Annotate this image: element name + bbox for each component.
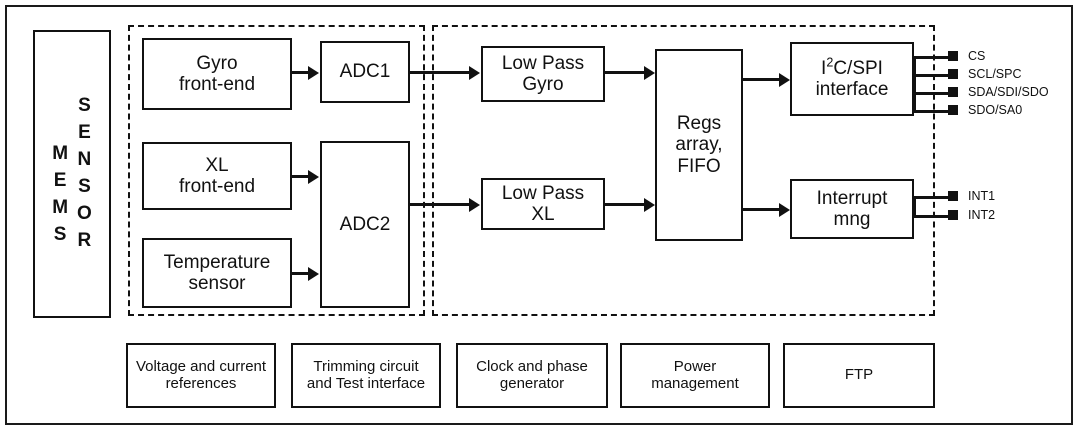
pad-pin-int1 [948,191,958,201]
wire-regs-to-interrupt-mng [743,208,780,211]
pad-pin-cs [948,51,958,61]
mems-letter-3: S [53,223,67,245]
voltage-current-references-block: Voltage and current references [126,343,276,408]
xl-front-end-label: XL front-end [178,154,256,197]
trimming-test-interface-label: Trimming circuit and Test interface [306,357,426,392]
pad-pin-scl-spc [948,69,958,79]
pin-int1-label: INT1 [968,189,996,203]
low-pass-xl-block: Low Pass XL [481,178,605,230]
wire-adc1-to-lowpass-gyro [410,71,470,74]
arrow-regs-to-i2c-spi [779,72,790,87]
sensor-letter-5: R [77,229,92,251]
wire-xl-to-adc2 [292,175,309,178]
wire-gyro-to-adc1 [292,71,309,74]
wire-adc2-to-lowpass-xl [410,203,470,206]
mems-letter-2: M [52,197,69,218]
interrupt-mng-block: Interrupt mng [790,179,914,239]
arrow-lowpass-gyro-to-regs [644,65,655,80]
ftp-block: FTP [783,343,935,408]
power-management-block: Power management [620,343,770,408]
xl-front-end-block: XL front-end [142,142,292,210]
mems-letter-0: M [52,143,69,165]
wire-pin-sda-sdi-sdo [914,92,952,95]
pad-pin-sdo-sa0 [948,105,958,115]
arrow-regs-to-interrupt-mng [779,202,790,217]
temperature-sensor-label: Temperature sensor [163,251,271,294]
sensor-letter-4: O [77,202,92,224]
wire-pin-sdo-sa0 [914,110,952,113]
i2c-spi-interface-label: I2C/SPI interface [815,55,889,100]
pin-scl-spc-label: SCL/SPC [968,67,1022,81]
mems-sensor-block: M E M S S E N S O R [33,30,111,318]
interrupt-mng-label: Interrupt mng [816,187,888,230]
mems-sensor-labels: M E M S S E N S O R [52,93,92,255]
arrow-lowpass-xl-to-regs [644,197,655,212]
voltage-current-references-label: Voltage and current references [135,357,267,392]
pin-sda-sdi-sdo-label: SDA/SDI/SDO [968,85,1049,99]
i2c-spi-interface-block: I2C/SPI interface [790,42,914,116]
sensor-letter-0: S [78,95,91,117]
bus-stub-i2c-spi [913,56,916,112]
analog-front-end-region [128,25,425,316]
gyro-front-end-label: Gyro front-end [178,52,256,95]
sensor-vertical-text: S E N S O R [77,93,92,255]
digital-region [432,25,935,316]
power-management-label: Power management [651,357,739,392]
wire-pin-cs [914,56,952,59]
wire-pin-int1 [914,196,952,199]
pin-cs-label: CS [968,49,986,63]
pad-pin-int2 [948,210,958,220]
arrow-adc1-to-lowpass-gyro [469,65,480,80]
adc2-block: ADC2 [320,141,410,308]
low-pass-gyro-block: Low Pass Gyro [481,46,605,102]
wire-regs-to-i2c-spi [743,78,780,81]
sensor-letter-1: E [78,122,91,144]
mems-letter-1: E [53,170,67,192]
wire-lowpass-xl-to-regs [605,203,645,206]
clock-phase-generator-block: Clock and phase generator [456,343,608,408]
ftp-label: FTP [844,366,874,384]
pin-sdo-sa0-label: SDO/SA0 [968,103,1023,117]
gyro-front-end-block: Gyro front-end [142,38,292,110]
sensor-letter-3: S [78,176,91,197]
pad-pin-sda-sdi-sdo [948,87,958,97]
arrow-adc2-to-lowpass-xl [469,197,480,212]
clock-phase-generator-label: Clock and phase generator [476,357,588,392]
wire-pin-int2 [914,215,952,218]
arrow-xl-to-adc2 [308,169,319,184]
sensor-letter-2: N [77,149,92,171]
low-pass-gyro-label: Low Pass Gyro [501,52,585,95]
arrow-temp-to-adc2 [308,266,319,281]
adc1-label: ADC1 [339,61,391,83]
temperature-sensor-block: Temperature sensor [142,238,292,308]
regs-array-fifo-label: Regs array, FIFO [675,113,723,177]
wire-temp-to-adc2 [292,272,309,275]
adc1-block: ADC1 [320,41,410,103]
bus-stub-interrupt-mng [913,196,916,217]
trimming-test-interface-block: Trimming circuit and Test interface [291,343,441,408]
adc2-label: ADC2 [339,213,391,235]
pin-int2-label: INT2 [968,208,996,222]
regs-array-fifo-block: Regs array, FIFO [655,49,743,241]
low-pass-xl-label: Low Pass XL [501,182,585,225]
arrow-gyro-to-adc1 [308,65,319,80]
mems-vertical-text: M E M S [52,99,68,249]
wire-pin-scl-spc [914,74,952,77]
wire-lowpass-gyro-to-regs [605,71,645,74]
